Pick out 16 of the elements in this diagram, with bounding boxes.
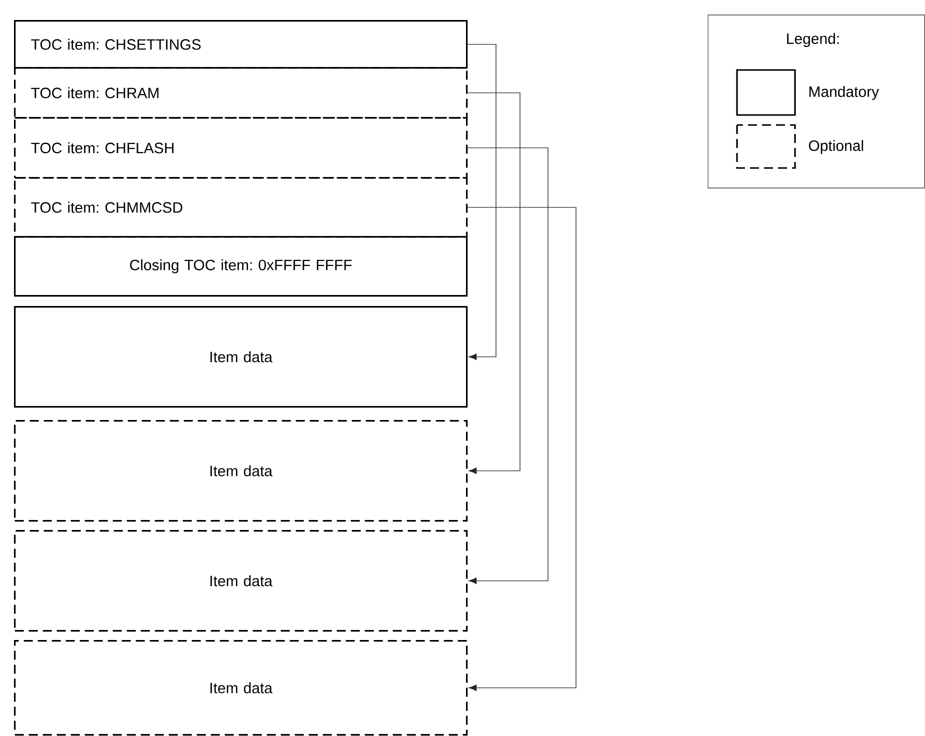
item-box: Item data xyxy=(14,306,468,408)
legend-label: Mandatory xyxy=(809,86,880,100)
arrow xyxy=(467,92,520,474)
toc-item-box: TOC item: CHFLASH xyxy=(14,117,468,179)
arrow xyxy=(467,206,576,692)
item-box: Item data xyxy=(14,640,468,736)
legend-label: Optional xyxy=(808,140,864,154)
arrow xyxy=(467,44,496,360)
toc-item-box: TOC item: CHMMCSD xyxy=(14,177,468,238)
item-box: Item data xyxy=(14,420,468,522)
arrow xyxy=(467,147,548,584)
legend-title: Legend: xyxy=(787,33,839,47)
toc-item-box: TOC item: CHRAM xyxy=(14,67,468,119)
toc-item-box: TOC item: CHSETTINGS xyxy=(14,20,468,69)
item-box: Item data xyxy=(14,530,468,632)
item-box: Closing TOC item: 0xFFFF FFFF xyxy=(14,236,468,297)
